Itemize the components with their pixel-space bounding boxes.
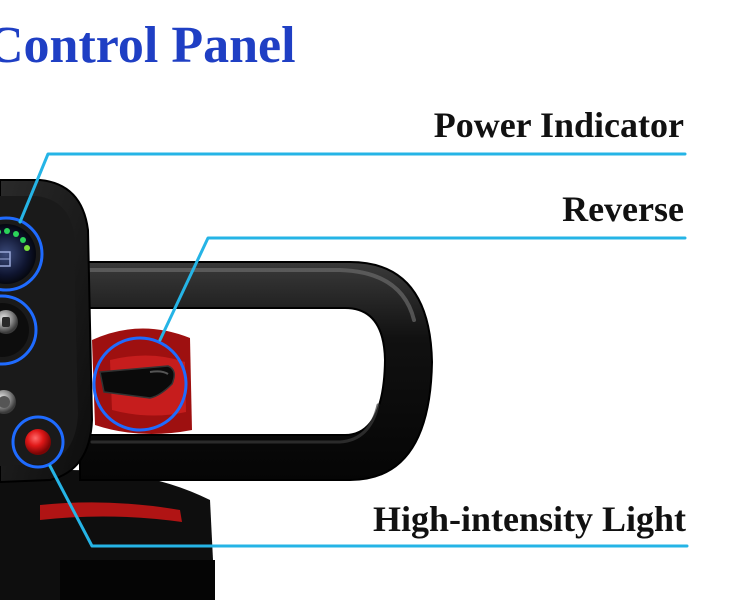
- horn-button: [0, 390, 16, 414]
- tiller-handle: [79, 261, 434, 481]
- battery-led-arc: [0, 228, 30, 251]
- callout-reverse: Reverse: [562, 189, 684, 229]
- callout-line-light: [48, 464, 689, 548]
- reverse-lever: [99, 365, 175, 399]
- power-indicator-display: [0, 216, 44, 292]
- reverse-highlight-ring: [92, 336, 188, 432]
- light-button: [11, 415, 65, 469]
- key-switch: [0, 294, 38, 366]
- callout-power-indicator: Power Indicator: [433, 105, 684, 145]
- callout-line-power: [18, 152, 687, 224]
- page-title: Control Panel: [0, 17, 296, 74]
- callout-high-intensity-light: High-intensity Light: [372, 499, 686, 539]
- callout-lines: [18, 152, 689, 548]
- callout-line-reverse: [158, 236, 687, 342]
